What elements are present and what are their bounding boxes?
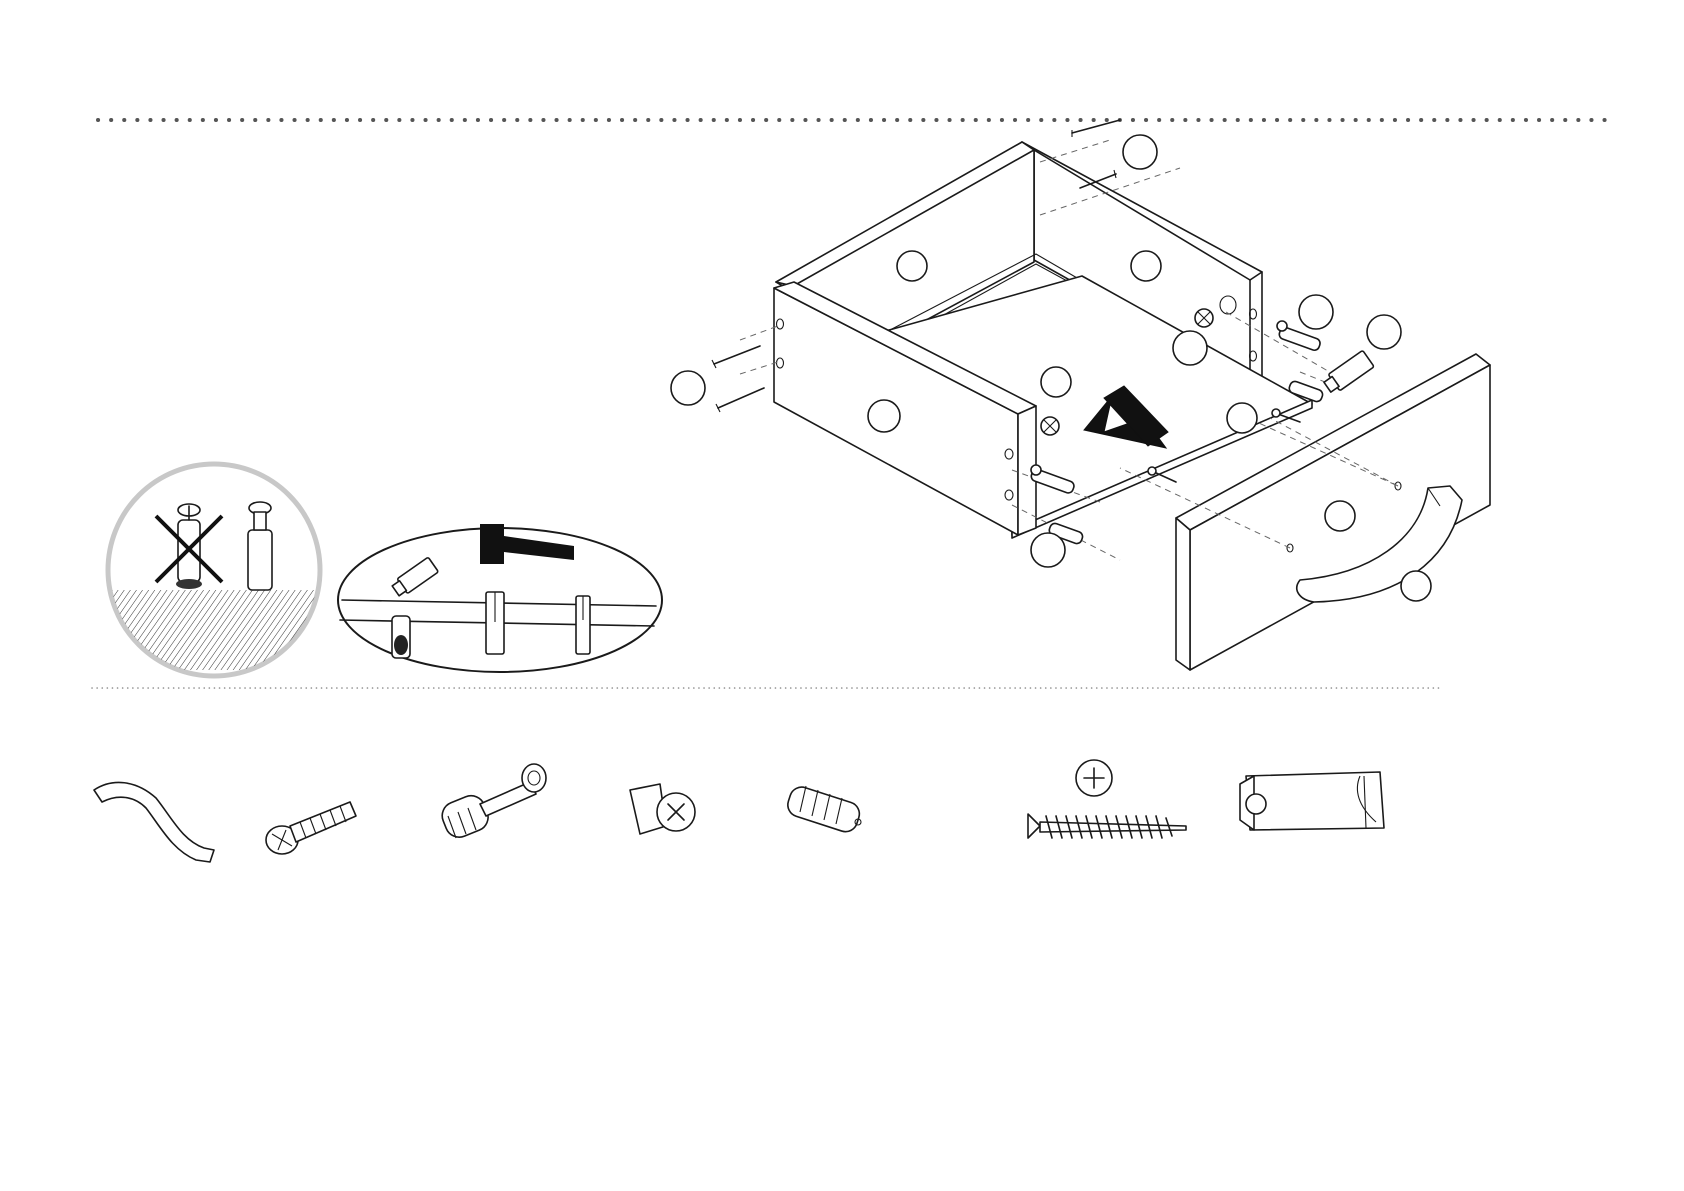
callout-circle (1325, 501, 1355, 531)
callout-circle (1131, 251, 1161, 281)
callout-circle (1173, 331, 1207, 365)
bolt-icon (266, 802, 356, 854)
cam-lock-icon (630, 784, 695, 834)
cam-bolt-warning-detail (100, 464, 330, 676)
callout-circle (868, 400, 900, 432)
screw-left-2 (716, 388, 764, 412)
screw-icon (1028, 760, 1186, 838)
callout-circle (897, 251, 927, 281)
callout-circle (1227, 403, 1257, 433)
callout-circle (1031, 533, 1065, 567)
parts-list (94, 760, 1384, 862)
callout-circle (1041, 367, 1071, 397)
callout-circle (1299, 295, 1333, 329)
dowel-icon (785, 784, 863, 835)
screw-left-1 (712, 346, 760, 368)
callout-circle (1123, 135, 1157, 169)
surface-hatch (100, 590, 330, 670)
handle-icon (94, 782, 214, 862)
dowel-glue-detail (338, 524, 662, 672)
drawer-assembly (671, 120, 1490, 670)
glue-icon (1240, 772, 1384, 830)
callout-circle (1367, 315, 1401, 349)
callout-circle (1401, 571, 1431, 601)
cam-lock-right (1195, 309, 1213, 327)
handle-bolt-1 (1154, 472, 1176, 482)
screw-top-1 (1072, 120, 1120, 137)
callout-circle (671, 371, 705, 405)
cam-bolt-icon (438, 764, 546, 841)
cam-lock-left (1041, 417, 1059, 435)
glue-tube-small (1322, 350, 1374, 395)
detail-dowel-with-glue (392, 616, 410, 658)
